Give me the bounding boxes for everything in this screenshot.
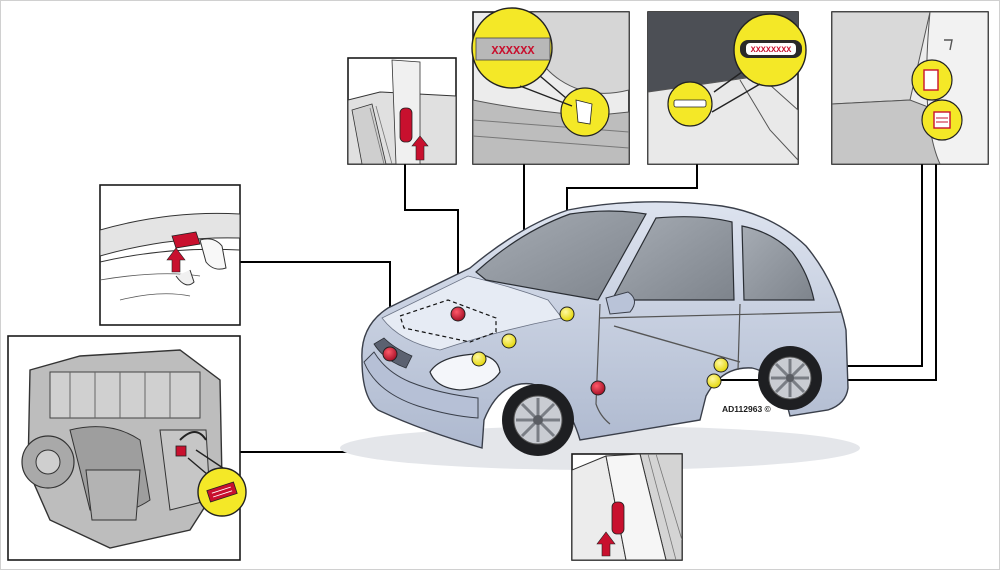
- windshield: [475, 210, 647, 301]
- inset-dash: XXXXXXXX: [647, 11, 807, 165]
- red-up-arrow-icon: [166, 247, 186, 273]
- label-plate-icon: [575, 99, 593, 125]
- marker-windshield-base: [559, 306, 575, 322]
- vin-plate-icon: [611, 501, 625, 535]
- hatchback-car: [340, 201, 860, 470]
- inset-hood-pillar: [347, 57, 457, 165]
- marker-rear-door-sill-upper: [713, 357, 729, 373]
- inset-engine: [7, 335, 247, 561]
- marker-hood-latch: [382, 346, 398, 362]
- leader-hood-pillar: [404, 164, 459, 312]
- marker-front-door-pillar: [590, 380, 606, 396]
- label-plate-icon: [206, 481, 238, 503]
- label-plate-icon: [923, 69, 939, 91]
- inset-door-jamb: [831, 11, 989, 165]
- vin-plate-icon: [399, 107, 413, 143]
- label-plate-icon: [933, 111, 951, 129]
- red-up-arrow-icon: [411, 135, 429, 161]
- marker-seat-floor: [501, 333, 517, 349]
- dash-vin-marking: XXXXXXXX: [751, 45, 793, 55]
- marker-rear-door-sill-lower: [706, 373, 722, 389]
- hood-latch-plate-icon: [171, 231, 201, 249]
- reference-code: AD112963 ©: [722, 404, 772, 414]
- inset-lower-pillar: [571, 453, 683, 561]
- rear-side-window: [741, 225, 815, 301]
- front-side-window: [610, 216, 735, 301]
- vin-marking: XXXXXX: [491, 44, 535, 58]
- inset-seat-floor: XXXXXX: [471, 7, 630, 165]
- inset-hood-latch: [99, 184, 241, 326]
- marker-engine-block: [471, 351, 487, 367]
- front-wheel: [502, 384, 574, 456]
- engine-outline: [399, 299, 497, 343]
- marker-engine-bay: [450, 306, 466, 322]
- red-up-arrow-icon: [596, 531, 616, 557]
- location-markers: [382, 306, 729, 396]
- rear-wheel: [758, 346, 822, 410]
